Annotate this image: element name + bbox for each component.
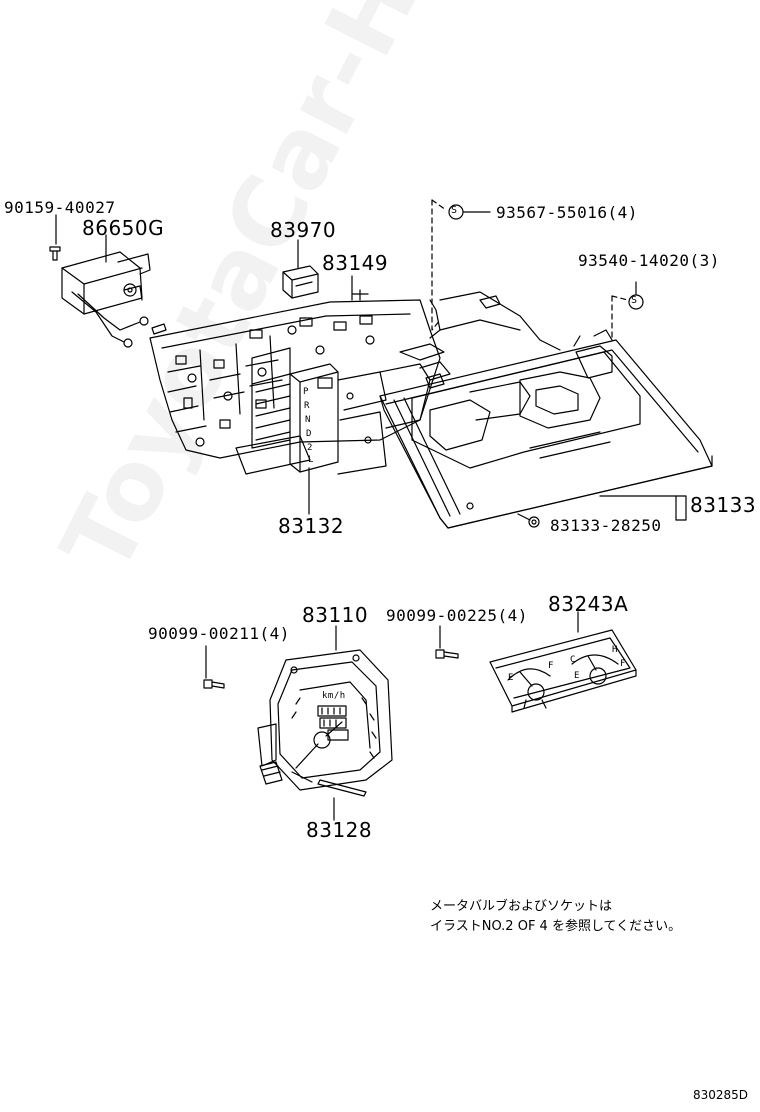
screw-93567	[448, 204, 491, 220]
buzzer-86650g	[61, 251, 151, 348]
shift-letter-r: R	[304, 401, 310, 411]
gauge-letter-e: E	[508, 673, 514, 683]
screw-90099-00225	[435, 649, 459, 659]
s-marker-93540: S	[631, 295, 638, 306]
circuit-board-83149	[149, 289, 441, 459]
note-line-2: イラストNO.2 OF 4 を参照してください。	[430, 919, 682, 934]
label-83133: 83133	[690, 493, 757, 517]
label-83970: 83970	[270, 218, 337, 242]
clip-83133-28250	[528, 516, 540, 528]
gauge-83243a	[489, 629, 637, 713]
label-83133-28250: 83133-28250	[550, 516, 662, 535]
label-83132: 83132	[278, 514, 345, 538]
shift-letter-n: N	[305, 415, 311, 425]
leader-93540-dashed	[611, 295, 629, 341]
shift-letter-2: 2	[307, 443, 313, 453]
label-83243a: 83243A	[548, 592, 629, 616]
gauge-letter-e2: E	[574, 671, 580, 681]
label-90099-00225: 90099-00225(4)	[386, 606, 528, 625]
shift-letter-p: P	[303, 387, 309, 397]
gauge-letter-f2: F	[620, 659, 626, 669]
screw-93540	[628, 294, 644, 310]
gauge-letter-f: F	[548, 661, 554, 671]
screw-90159	[49, 246, 167, 335]
leader-83133	[599, 495, 687, 521]
label-90099-00211: 90099-00211(4)	[148, 624, 290, 643]
gauge-letter-c: C	[570, 655, 576, 665]
screw-90099-00211	[203, 679, 225, 689]
label-83128: 83128	[306, 818, 373, 842]
meter-housing-83133	[379, 291, 713, 529]
shift-letter-d: D	[306, 429, 312, 439]
shift-indicator-83132	[235, 299, 451, 475]
speedometer-unit: km/h	[322, 691, 346, 701]
label-90159-40027: 90159-40027	[4, 198, 116, 217]
leader-93567-dashed	[431, 199, 441, 331]
gauge-letter-h: H	[612, 645, 618, 655]
label-83149: 83149	[322, 251, 389, 275]
diagram-code: 830285D	[692, 1088, 748, 1102]
note-line-1: メータバルブおよびソケットは	[430, 899, 613, 914]
label-93540-14020: 93540-14020(3)	[578, 251, 720, 270]
s-marker-93567: S	[451, 205, 458, 216]
leader-83133-28250	[517, 513, 531, 521]
label-83110: 83110	[302, 603, 369, 627]
label-93567-55016: 93567-55016(4)	[496, 203, 638, 222]
shift-letter-l: L	[308, 455, 314, 465]
label-86650g: 86650G	[82, 216, 165, 240]
socket-83970	[282, 265, 319, 299]
speedometer-83110	[257, 649, 393, 797]
